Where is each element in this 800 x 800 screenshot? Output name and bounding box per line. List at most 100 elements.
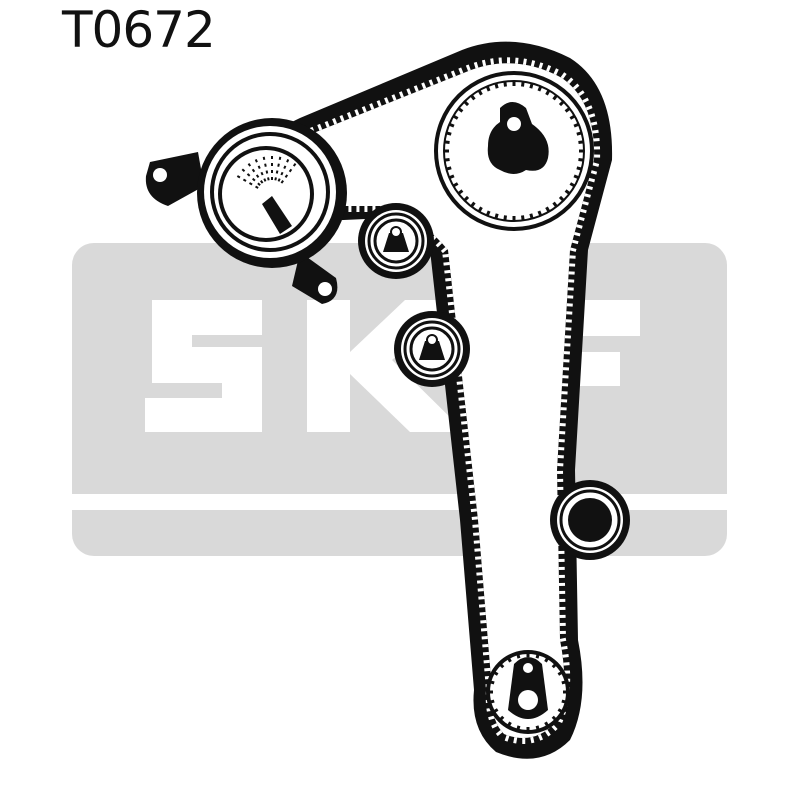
belt-tooth: [440, 246, 448, 254]
crank-sprocket-tooth: [535, 725, 540, 732]
belt-tooth: [332, 117, 338, 125]
cam-sprocket-tooth: [576, 131, 583, 136]
idler-pulley-middle: [394, 311, 470, 387]
belt-tooth: [456, 381, 463, 385]
tensioner-scale-mark: [255, 185, 259, 189]
belt-tooth: [448, 309, 455, 314]
tensioner-scale-mark: [286, 159, 290, 163]
belt-tooth: [470, 508, 478, 513]
cam-sprocket-tooth: [578, 140, 584, 145]
belt-tooth: [588, 177, 596, 183]
belt-tooth: [466, 468, 473, 473]
belt-tooth: [592, 129, 599, 134]
belt-tooth: [468, 484, 475, 489]
crank-sprocket-tooth: [492, 708, 499, 714]
tensioner-scale-mark: [255, 174, 260, 178]
belt-tooth: [446, 293, 454, 298]
belt-tooth: [462, 436, 470, 441]
belt-tooth: [592, 162, 600, 167]
cam-sprocket-tooth: [564, 107, 571, 113]
belt-tooth: [398, 91, 404, 98]
crank-sprocket-tooth: [516, 725, 521, 732]
belt-tooth: [443, 73, 449, 81]
cam-sprocket-tooth: [448, 122, 455, 128]
tensioner-scale-mark: [280, 171, 284, 176]
crank-sprocket-tooth: [535, 652, 540, 659]
belt-tooth: [588, 113, 596, 118]
cam-sprocket-tooth: [558, 195, 565, 202]
belt-tooth: [446, 285, 453, 290]
cam-sprocket-tooth: [537, 210, 543, 217]
cam-sprocket-tooth: [552, 94, 558, 101]
belt-tooth: [582, 97, 589, 104]
belt-tooth: [463, 444, 470, 449]
belt-tooth: [567, 77, 574, 84]
belt-tooth: [553, 68, 559, 76]
belt-tooth: [546, 65, 552, 72]
cam-sprocket-tooth: [545, 89, 551, 96]
cam-sprocket-tooth: [558, 100, 565, 107]
belt-tooth: [590, 121, 598, 126]
belt-tooth: [376, 100, 382, 107]
belt-tooth: [580, 208, 587, 214]
belt-tooth: [413, 85, 419, 92]
belt-tooth: [361, 106, 367, 113]
tensioner-scale-mark: [246, 173, 251, 177]
belt-tooth: [461, 420, 468, 425]
tensioner-scale-mark: [288, 168, 293, 173]
cam-sprocket-tooth: [545, 206, 551, 213]
belt-tooth: [473, 61, 479, 69]
tensioner-scale-mark: [260, 180, 264, 184]
cam-sprocket-tooth: [573, 122, 580, 128]
crank-sprocket-tooth: [557, 708, 564, 714]
belt-tooth: [458, 397, 465, 401]
belt-tooth: [576, 224, 583, 229]
cam-sprocket-tooth: [564, 189, 571, 195]
belt-tooth: [436, 76, 442, 84]
cam-sprocket-tooth: [494, 213, 499, 220]
crank-sprocket-tooth: [551, 662, 558, 669]
tensioner-pulley: [145, 118, 347, 304]
idler-pulley-upper: [358, 203, 434, 279]
crank-sprocket-tooth: [506, 721, 512, 728]
cam-sprocket-tooth: [452, 182, 459, 188]
cam-sprocket-tooth: [444, 157, 450, 162]
belt-tooth: [530, 60, 536, 67]
cam-sprocket-tooth: [485, 85, 491, 92]
belt-tooth: [461, 428, 469, 433]
belt-tooth: [559, 637, 567, 642]
belt-tooth: [406, 88, 412, 95]
tensioner-scale-mark: [263, 178, 267, 182]
belt-tooth: [317, 123, 323, 131]
tensioner-scale-mark: [260, 171, 264, 176]
belt-tooth: [445, 277, 452, 282]
cam-sprocket-tooth: [520, 81, 525, 87]
camshaft-sprocket: [434, 71, 594, 231]
belt-tooth: [551, 724, 558, 732]
belt-tooth: [481, 59, 487, 67]
cam-sprocket-tooth: [452, 114, 459, 120]
cam-sprocket-tooth: [457, 107, 464, 113]
cam-sprocket-tooth: [537, 85, 543, 92]
belt-tooth: [577, 90, 585, 97]
belt-tooth: [464, 452, 471, 457]
tensioner-scale-mark: [267, 177, 270, 181]
cam-sprocket-tooth: [485, 210, 491, 217]
tensioner-scale-mark: [251, 168, 256, 173]
belt-tooth: [465, 64, 471, 72]
belt-tooth: [582, 201, 589, 206]
belt-tooth: [578, 216, 585, 221]
belt-tooth: [530, 736, 535, 744]
cam-sprocket-tooth: [520, 215, 525, 221]
tensioner-scale-mark: [242, 178, 247, 182]
belt-tooth: [574, 231, 581, 237]
tensioner-scale-mark: [283, 165, 287, 170]
belt-tooth: [428, 79, 434, 87]
belt-tooth: [522, 58, 527, 65]
part-number-label: T0672: [62, 1, 216, 59]
belt-tooth: [569, 247, 577, 252]
crank-sprocket-tooth: [488, 699, 495, 704]
cam-sprocket-tooth: [463, 195, 470, 202]
belt-tooth: [354, 109, 360, 116]
